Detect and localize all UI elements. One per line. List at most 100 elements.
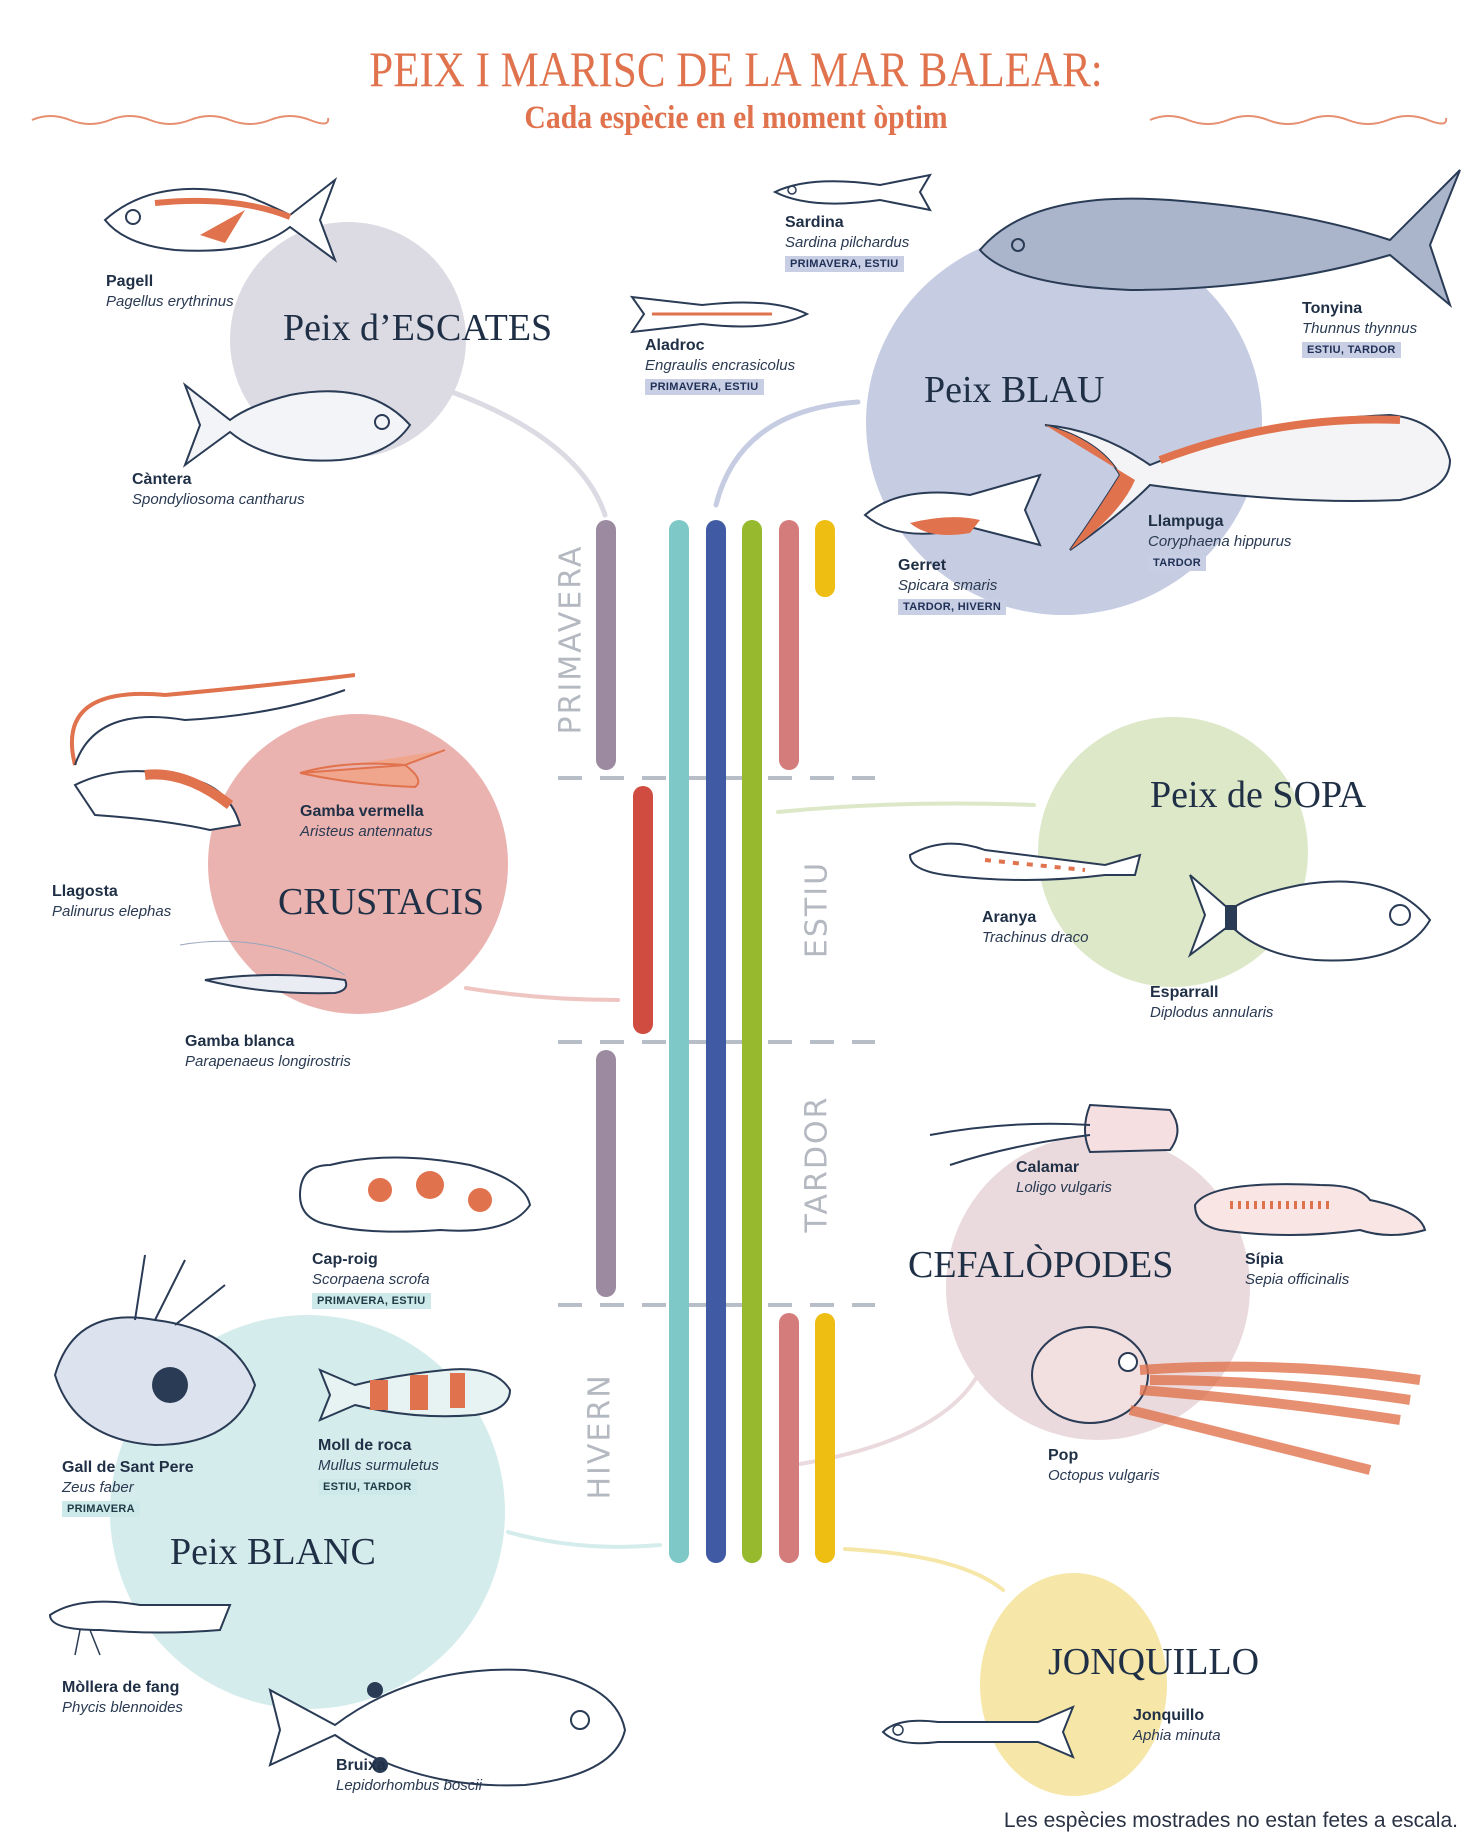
- season-badge: PRIMAVERA, ESTIU: [785, 256, 904, 272]
- species-common-name: Esparrall: [1150, 984, 1219, 1001]
- category-title-cefalopodes: CEFALÒPODES: [908, 1244, 1174, 1286]
- timeline-bar-escates: [596, 520, 616, 770]
- category-title-escates: Peix d’ESCATES: [283, 307, 553, 349]
- species-latin-name: Thunnus thynnus: [1302, 320, 1418, 337]
- species-gamba-vermella: Gamba vermella Aristeus antennatus: [300, 802, 433, 842]
- species-common-name: Gall de Sant Pere: [62, 1459, 194, 1476]
- timeline-bar-crustacis: [633, 786, 653, 1034]
- species-gamba-blanca: Gamba blanca Parapenaeus longirostris: [185, 1032, 351, 1072]
- species-esparrall: Esparrall Diplodus annularis: [1150, 983, 1273, 1023]
- species-cap-roig: Cap-roig Scorpaena scrofa PRIMAVERA, EST…: [312, 1250, 431, 1310]
- season-label-hivern: HIVERN: [582, 1373, 618, 1500]
- timeline-bar-cefalopodes: [779, 1313, 799, 1563]
- category-title-crustacis: CRUSTACIS: [278, 881, 485, 923]
- wave-decoration-right: [1149, 115, 1448, 125]
- squid-illustration-calamar: [929, 1103, 1179, 1166]
- species-common-name: Aranya: [982, 909, 1037, 926]
- species-common-name: Gamba blanca: [185, 1033, 295, 1050]
- species-latin-name: Diplodus annularis: [1150, 1004, 1274, 1021]
- connector-escates: [449, 389, 608, 518]
- species-sardina: Sardina Sardina pilchardus PRIMAVERA, ES…: [785, 213, 909, 273]
- species-common-name: Aladroc: [645, 337, 705, 354]
- species-common-name: Jonquillo: [1133, 1707, 1205, 1724]
- species-pop: Pop Octopus vulgaris: [1048, 1446, 1160, 1486]
- species-common-name: Pagell: [106, 273, 154, 290]
- fish-illustration-gerret: [863, 473, 1042, 547]
- species-latin-name: Coryphaena hippurus: [1148, 533, 1292, 550]
- timeline-bar-blau: [706, 520, 726, 1563]
- fish-illustration-cap-roig: [298, 1156, 532, 1233]
- species-common-name: Calamar: [1016, 1159, 1080, 1176]
- species-latin-name: Engraulis encrasicolus: [645, 357, 796, 374]
- fish-illustration-aranya: [908, 842, 1142, 881]
- season-badge: PRIMAVERA: [62, 1501, 140, 1517]
- crustacean-illustration-gamba-blanca: [179, 940, 348, 995]
- connector-sopa: [776, 801, 1036, 814]
- species-common-name: Llagosta: [52, 883, 118, 900]
- species-common-name: Pop: [1048, 1447, 1079, 1464]
- cuttlefish-illustration-sipia: [1193, 1183, 1427, 1236]
- fish-illustration-esparrall: [1187, 874, 1432, 962]
- connector-blanc: [506, 1530, 662, 1549]
- species-latin-name: Parapenaeus longirostris: [185, 1053, 351, 1070]
- season-badge: PRIMAVERA, ESTIU: [645, 379, 764, 395]
- species-common-name: Llampuga: [1148, 513, 1224, 530]
- species-common-name: Cap-roig: [312, 1251, 378, 1268]
- timeline-bar-jonquillo: [815, 1313, 835, 1563]
- season-badge: ESTIU, TARDOR: [1302, 342, 1401, 358]
- species-latin-name: Loligo vulgaris: [1016, 1179, 1112, 1196]
- species-latin-name: Aphia minuta: [1133, 1727, 1221, 1744]
- species-gerret: Gerret Spicara smaris TARDOR, HIVERN: [898, 556, 1007, 616]
- timeline-bar-blanc: [669, 520, 689, 1563]
- fish-illustration-llampuga: [1044, 413, 1452, 551]
- species-latin-name: Trachinus draco: [982, 929, 1089, 946]
- species-common-name: Mòllera de fang: [62, 1679, 180, 1696]
- fish-illustration-aladroc: [629, 295, 810, 334]
- wave-decoration-left: [31, 115, 330, 125]
- fish-illustration-cantera: [182, 382, 412, 468]
- circle-blau: [866, 230, 1262, 615]
- crustacean-illustration-gamba-vermella: [299, 749, 446, 789]
- species-common-name: Bruixa: [336, 1757, 386, 1774]
- species-aranya: Aranya Trachinus draco: [982, 908, 1088, 948]
- octopus-illustration-pop: [1031, 1326, 1421, 1475]
- season-label-primavera: PRIMAVERA: [553, 544, 589, 735]
- species-latin-name: Scorpaena scrofa: [312, 1271, 430, 1288]
- species-common-name: Moll de roca: [318, 1437, 412, 1454]
- species-gall-de-sant-pere: Gall de Sant Pere Zeus faber PRIMAVERA: [62, 1458, 194, 1518]
- circle-jonquillo: [980, 1573, 1167, 1796]
- species-latin-name: Octopus vulgaris: [1048, 1467, 1160, 1484]
- species-latin-name: Aristeus antennatus: [300, 823, 433, 840]
- species-latin-name: Mullus surmuletus: [318, 1457, 439, 1474]
- species-common-name: Sípia: [1245, 1251, 1284, 1268]
- species-mollera-de-fang: Mòllera de fang Phycis blennoides: [62, 1678, 183, 1718]
- species-latin-name: Pagellus erythrinus: [106, 293, 234, 310]
- species-llagosta: Llagosta Palinurus elephas: [52, 882, 171, 922]
- fish-illustration-jonquillo: [881, 1705, 1075, 1759]
- fish-illustration-moll-de-roca: [318, 1368, 512, 1422]
- timeline-bar-sopa: [742, 520, 762, 1563]
- fish-illustration-mollera-de-fang: [48, 1600, 232, 1656]
- category-title-sopa: Peix de SOPA: [1150, 774, 1367, 816]
- season-badge: PRIMAVERA, ESTIU: [312, 1293, 431, 1309]
- species-calamar: Calamar Loligo vulgaris: [1016, 1158, 1112, 1198]
- page-subtitle: Cada espècie en el moment òptim: [524, 100, 948, 136]
- crustacean-illustration-llagosta: [69, 673, 355, 832]
- species-common-name: Tonyina: [1302, 300, 1363, 317]
- fish-illustration-sardina: [772, 173, 932, 212]
- species-pagell: Pagell Pagellus erythrinus: [106, 272, 234, 312]
- species-latin-name: Phycis blennoides: [62, 1699, 183, 1716]
- season-badge: ESTIU, TARDOR: [318, 1479, 417, 1495]
- species-latin-name: Zeus faber: [62, 1479, 134, 1496]
- season-label-estiu: ESTIU: [799, 860, 835, 959]
- fish-illustration-bruixa: [268, 1668, 627, 1787]
- species-bruixa: Bruixa Lepidorhombus boscii: [336, 1756, 482, 1796]
- species-latin-name: Sardina pilchardus: [785, 234, 910, 251]
- page-title: PEIX I MARISC DE LA MAR BALEAR:: [369, 41, 1103, 97]
- connector-blau: [713, 399, 861, 508]
- fish-illustration-gall-de-sant-pere: [53, 1254, 257, 1447]
- species-latin-name: Spondyliosoma cantharus: [132, 491, 305, 508]
- species-latin-name: Sepia officinalis: [1245, 1271, 1350, 1288]
- species-latin-name: Spicara smaris: [898, 577, 998, 594]
- timeline-bar-jonquillo: [815, 520, 835, 598]
